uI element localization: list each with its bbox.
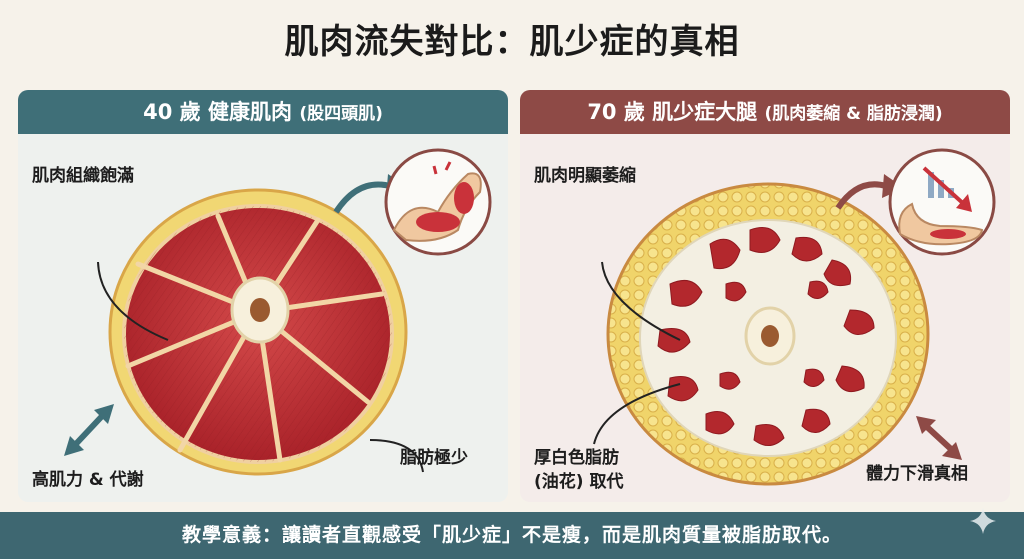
label-strength-decline: 體力下滑真相 bbox=[866, 464, 968, 484]
leader-fat-replacement bbox=[593, 383, 681, 445]
page-title: 肌肉流失對比：肌少症的真相 bbox=[284, 22, 740, 62]
double-arrow-right-head-a bbox=[916, 416, 936, 434]
arrow-to-inset bbox=[333, 181, 391, 214]
label-fat-minimal: 脂肪極少 bbox=[400, 448, 468, 468]
double-arrow-right-head-b bbox=[942, 442, 962, 460]
double-arrow bbox=[71, 411, 107, 449]
healthy-heading-sub: (股四頭肌) bbox=[299, 104, 383, 124]
label-fat-replacement-line1: 厚白色脂肪 bbox=[534, 448, 619, 468]
double-arrow-right bbox=[923, 423, 955, 453]
leader-muscle-full bbox=[97, 261, 169, 341]
sarcopenia-panel: 70 歲 肌少症大腿 (肌肉萎縮 & 脂肪浸潤) bbox=[520, 90, 1010, 502]
sarcopenia-thigh-illustration bbox=[593, 148, 996, 486]
arrow-to-weak-inset bbox=[835, 181, 887, 210]
label-strength-metabolism: 高肌力 & 代謝 bbox=[32, 470, 144, 490]
double-arrow-head-a bbox=[64, 436, 84, 456]
leader-fat-minimal bbox=[369, 439, 424, 473]
flexed-arm-icon bbox=[392, 161, 482, 242]
healthy-panel: 40 歲 健康肌肉 (股四頭肌) bbox=[18, 90, 508, 502]
sarcopenia-heading: 70 歲 肌少症大腿 bbox=[587, 100, 758, 124]
bone-marrow-aged bbox=[761, 325, 779, 347]
leader-muscle-atrophy bbox=[601, 261, 681, 341]
label-muscle-atrophy: 肌肉明顯萎縮 bbox=[534, 166, 636, 186]
declining-chart-icon bbox=[922, 166, 972, 212]
sarcopenia-heading-sub: (肌肉萎縮 & 脂肪浸潤) bbox=[764, 104, 943, 124]
weak-arm-icon bbox=[898, 202, 984, 246]
sparkle-icon bbox=[970, 508, 996, 534]
healthy-heading: 40 歲 健康肌肉 bbox=[143, 100, 292, 124]
label-muscle-full: 肌肉組織飽滿 bbox=[32, 166, 134, 186]
healthy-thigh-illustration bbox=[64, 148, 492, 476]
bone-marrow bbox=[250, 298, 270, 322]
label-fat-replacement-line2: (油花) 取代 bbox=[534, 472, 624, 492]
sarcopenia-panel-header: 70 歲 肌少症大腿 (肌肉萎縮 & 脂肪浸潤) bbox=[520, 90, 1010, 134]
footer-banner: 教學意義：讓讀者直觀感受「肌少症」不是瘦，而是肌肉質量被脂肪取代。 bbox=[0, 512, 1024, 559]
healthy-panel-header: 40 歲 健康肌肉 (股四頭肌) bbox=[18, 90, 508, 134]
atrophied-muscle-chunks bbox=[657, 227, 875, 446]
double-arrow-head-b bbox=[94, 404, 114, 424]
